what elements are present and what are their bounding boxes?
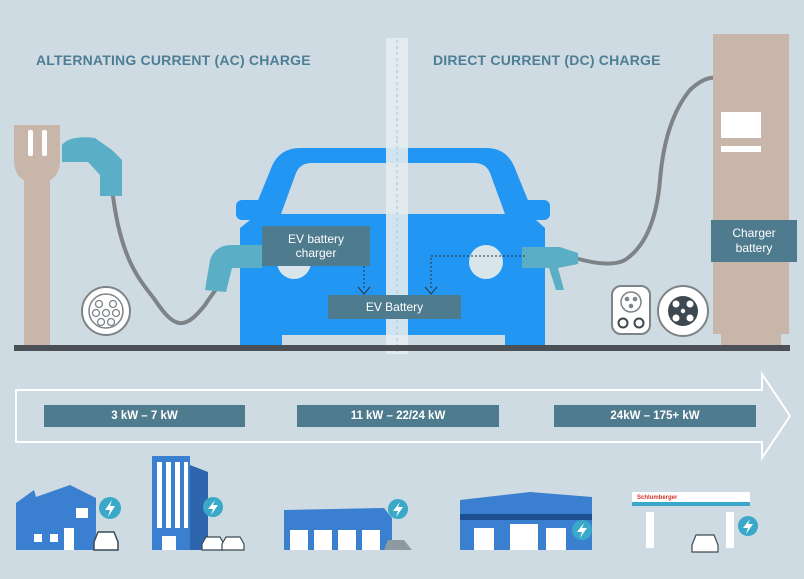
car-icon	[201, 536, 245, 551]
lightning-bolt-icon	[203, 497, 223, 517]
service-building-icon	[460, 492, 592, 550]
lightning-bolt-icon	[388, 499, 408, 519]
station-sign: Schlumberger	[637, 495, 678, 501]
charge-flow-arrows	[357, 255, 525, 295]
ground-line	[14, 345, 790, 351]
car-icon	[93, 531, 119, 551]
charger-battery-label: Charger battery	[711, 220, 797, 262]
ac-charge-heading: ALTERNATING CURRENT (AC) CHARGE	[36, 52, 311, 68]
house-icon	[16, 485, 96, 550]
ccs-connector-icon	[611, 285, 651, 335]
ac-cable	[110, 187, 227, 326]
power-range-ac-high: 11 kW – 22/24 kW	[297, 405, 499, 427]
chademo-connector-icon	[657, 285, 709, 337]
ev-battery-charger-label: EV battery charger	[262, 226, 370, 266]
dc-charge-heading: DIRECT CURRENT (DC) CHARGE	[433, 52, 661, 68]
fuel-station-icon	[632, 492, 750, 553]
dc-plug-car	[522, 247, 578, 290]
power-range-ac: 3 kW – 7 kW	[44, 405, 245, 427]
lightning-bolt-icon	[738, 516, 758, 536]
type2-connector-icon	[81, 286, 131, 336]
office-tower-icon	[152, 456, 208, 550]
lightning-bolt-icon	[572, 520, 592, 540]
car-icon	[384, 540, 412, 550]
garage-icon	[284, 508, 392, 550]
ac-plug-top	[62, 137, 122, 196]
ac-wall-charger-icon	[14, 125, 60, 345]
power-range-arrow	[15, 370, 792, 462]
power-range-dc: 24kW – 175+ kW	[554, 405, 756, 427]
ev-battery-label: EV Battery	[328, 295, 461, 319]
lightning-bolt-icon	[99, 497, 121, 519]
dc-cable	[574, 75, 717, 266]
ac-plug-car	[205, 245, 262, 292]
dc-charger-post	[713, 34, 789, 346]
